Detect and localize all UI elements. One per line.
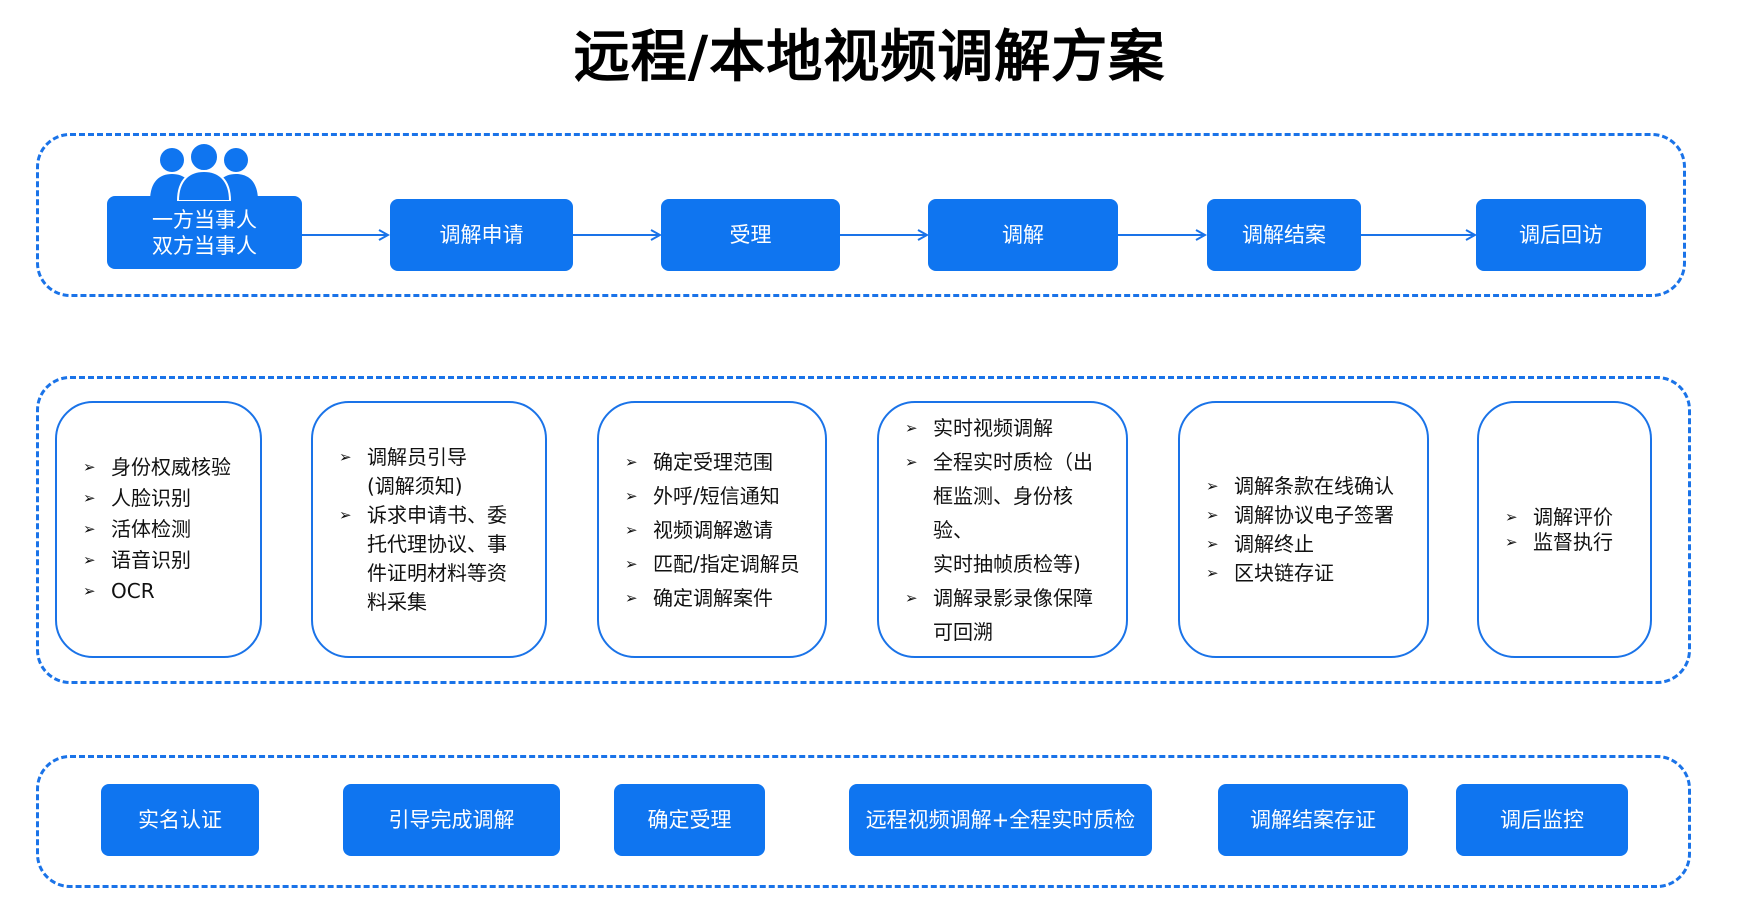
summary-item-acceptance[interactable]: 确定受理 — [614, 784, 765, 856]
summary-container — [36, 755, 1691, 888]
detail-list: 确定受理范围 外呼/短信通知 视频调解邀请 匹配/指定调解员 确定调解案件 — [625, 445, 807, 615]
detail-item: 监督执行 — [1505, 530, 1632, 555]
detail-item: 调解终止 — [1206, 530, 1409, 559]
flow-step-acceptance[interactable]: 受理 — [661, 199, 840, 271]
flow-step-label: 受理 — [729, 223, 772, 247]
detail-list: 身份权威核验 人脸识别 活体检测 语音识别 OCR — [83, 452, 242, 607]
flow-step-label: 调解申请 — [439, 223, 524, 247]
detail-item: 确定受理范围 — [625, 445, 807, 479]
detail-line: (调解须知) — [367, 473, 463, 498]
detail-list: 实时视频调解 全程实时质检（出 框监测、身份核验、 实时抽帧质检等) 调解录影录… — [905, 411, 1108, 649]
detail-card-followup: 调解评价 监督执行 — [1477, 401, 1652, 658]
detail-list: 调解员引导 (调解须知) 诉求申请书、委 托代理协议、事 件证明材料等资 料采集 — [339, 443, 527, 617]
summary-item-video-mediation[interactable]: 远程视频调解+全程实时质检 — [849, 784, 1152, 856]
detail-line: 诉求申请书、委 — [367, 502, 507, 527]
flow-step-application[interactable]: 调解申请 — [390, 199, 573, 271]
flow-step-parties[interactable]: 一方当事人 双方当事人 — [107, 196, 302, 269]
summary-label: 引导完成调解 — [388, 808, 515, 832]
detail-list: 调解评价 监督执行 — [1505, 505, 1632, 555]
detail-card-closing: 调解条款在线确认 调解协议电子签署 调解终止 区块链存证 — [1178, 401, 1429, 658]
detail-card-mediation: 实时视频调解 全程实时质检（出 框监测、身份核验、 实时抽帧质检等) 调解录影录… — [877, 401, 1128, 658]
flow-step-label: 一方当事人 — [152, 207, 257, 232]
flow-step-label: 调解 — [1002, 223, 1044, 247]
detail-line: 全程实时质检（出 — [933, 449, 1093, 474]
flow-step-closing[interactable]: 调解结案 — [1207, 199, 1361, 271]
detail-line: 料采集 — [367, 589, 427, 614]
flow-step-followup[interactable]: 调后回访 — [1476, 199, 1646, 271]
detail-item: 诉求申请书、委 托代理协议、事 件证明材料等资 料采集 — [339, 501, 527, 617]
flow-container — [36, 133, 1686, 297]
detail-item: 调解评价 — [1505, 505, 1632, 530]
details-container — [36, 376, 1691, 684]
summary-item-guidance[interactable]: 引导完成调解 — [343, 784, 560, 856]
detail-item: 区块链存证 — [1206, 559, 1409, 588]
detail-line: 调解录影录像保障 — [933, 585, 1093, 610]
detail-item: 活体检测 — [83, 514, 242, 545]
summary-label: 远程视频调解+全程实时质检 — [865, 808, 1136, 832]
detail-card-guidance: 调解员引导 (调解须知) 诉求申请书、委 托代理协议、事 件证明材料等资 料采集 — [311, 401, 547, 658]
detail-item: 语音识别 — [83, 545, 242, 576]
detail-line: 件证明材料等资 — [367, 560, 507, 585]
detail-item: 视频调解邀请 — [625, 513, 807, 547]
summary-item-closing[interactable]: 调解结案存证 — [1218, 784, 1408, 856]
detail-item: 外呼/短信通知 — [625, 479, 807, 513]
page-title: 远程/本地视频调解方案 — [573, 25, 1166, 90]
flow-step-label: 调解结案 — [1242, 223, 1326, 247]
detail-item: 人脸识别 — [83, 483, 242, 514]
detail-line: 可回溯 — [933, 619, 993, 644]
detail-item: OCR — [83, 576, 242, 607]
detail-card-identity: 身份权威核验 人脸识别 活体检测 语音识别 OCR — [55, 401, 262, 658]
detail-line: 托代理协议、事 — [367, 531, 507, 556]
detail-item: 全程实时质检（出 框监测、身份核验、 实时抽帧质检等) — [905, 445, 1108, 581]
summary-label: 调后监控 — [1500, 808, 1584, 832]
detail-item: 调解条款在线确认 — [1206, 472, 1409, 501]
detail-line: 调解员引导 — [367, 444, 467, 469]
detail-item: 实时视频调解 — [905, 411, 1108, 445]
detail-item: 匹配/指定调解员 — [625, 547, 807, 581]
detail-item: 确定调解案件 — [625, 581, 807, 615]
summary-item-real-name[interactable]: 实名认证 — [101, 784, 259, 856]
summary-item-monitoring[interactable]: 调后监控 — [1456, 784, 1628, 856]
detail-item: 调解录影录像保障 可回溯 — [905, 581, 1108, 649]
detail-line: 框监测、身份核验、 — [933, 483, 1073, 542]
people-group-icon — [150, 143, 258, 201]
summary-label: 确定受理 — [647, 808, 732, 832]
summary-label: 调解结案存证 — [1250, 808, 1376, 832]
detail-card-acceptance: 确定受理范围 外呼/短信通知 视频调解邀请 匹配/指定调解员 确定调解案件 — [597, 401, 827, 658]
detail-list: 调解条款在线确认 调解协议电子签署 调解终止 区块链存证 — [1206, 472, 1409, 588]
detail-item: 调解员引导 (调解须知) — [339, 443, 527, 501]
flow-step-label: 双方当事人 — [152, 233, 257, 258]
detail-line: 实时抽帧质检等) — [933, 551, 1081, 576]
summary-label: 实名认证 — [138, 808, 222, 832]
flow-step-mediation[interactable]: 调解 — [928, 199, 1118, 271]
detail-item: 身份权威核验 — [83, 452, 242, 483]
detail-item: 调解协议电子签署 — [1206, 501, 1409, 530]
flow-step-label: 调后回访 — [1519, 223, 1603, 247]
